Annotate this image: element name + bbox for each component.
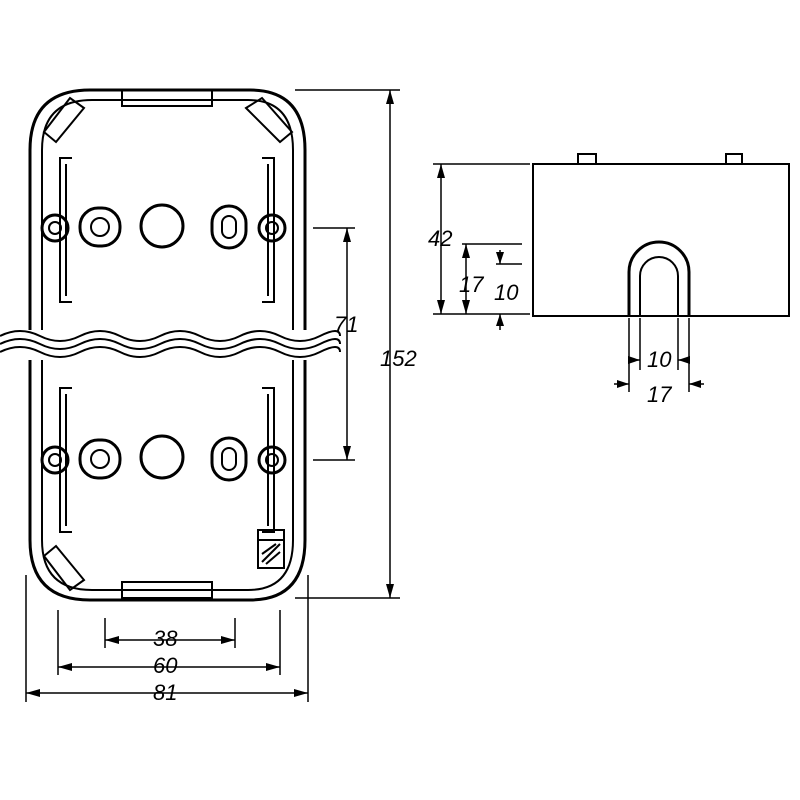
- dim-slot-outer: 17: [647, 382, 672, 407]
- dim-spacing: 71: [334, 312, 358, 337]
- slot-lower-left: [78, 438, 122, 480]
- break-line-upper: [0, 330, 341, 342]
- corner-top-left: [42, 96, 86, 144]
- dim-height-total: 152: [380, 346, 417, 371]
- dim-width-mid: 60: [153, 653, 178, 678]
- corner-bottom-left: [42, 544, 86, 592]
- screw-lower-left: [40, 445, 70, 475]
- side-cable-slot-inner: [639, 256, 679, 316]
- dim-side-height: 42: [428, 226, 452, 251]
- side-tab-right: [725, 153, 743, 164]
- corner-top-right: [244, 96, 294, 144]
- dim-slot-inner: 10: [647, 347, 672, 372]
- screw-upper-right: [257, 213, 287, 243]
- side-view: [532, 153, 790, 317]
- dim-width-inner: 38: [153, 626, 178, 651]
- break-line-lower: [0, 346, 341, 358]
- slot-lower-right: [210, 436, 248, 482]
- ground-terminal: [257, 529, 285, 569]
- dim-side-lower: 17: [459, 272, 484, 297]
- box-outer-outline: [28, 88, 307, 602]
- side-cable-slot-outer: [627, 240, 691, 316]
- top-tab: [121, 89, 213, 107]
- dim-side-gap: 10: [494, 280, 519, 305]
- bracket-lower-right: [262, 387, 275, 533]
- side-tab-left: [577, 153, 597, 164]
- slot-upper-left: [78, 206, 122, 248]
- bottom-tab: [121, 581, 213, 599]
- dim-width-outer: 81: [153, 680, 177, 705]
- front-dimensions: 152 71 38 60 81: [25, 89, 417, 705]
- knockout-lower: [139, 434, 185, 480]
- screw-lower-right: [257, 445, 287, 475]
- bracket-upper-right: [262, 157, 275, 303]
- slot-upper-right: [210, 204, 248, 250]
- knockout-upper: [139, 203, 185, 249]
- break-line-middle: [0, 338, 341, 350]
- front-view: [0, 88, 341, 602]
- screw-upper-left: [40, 213, 70, 243]
- box-inner-outline: [41, 99, 294, 591]
- side-dimensions: 42 17 10 10 17: [428, 163, 704, 407]
- side-body: [532, 163, 790, 317]
